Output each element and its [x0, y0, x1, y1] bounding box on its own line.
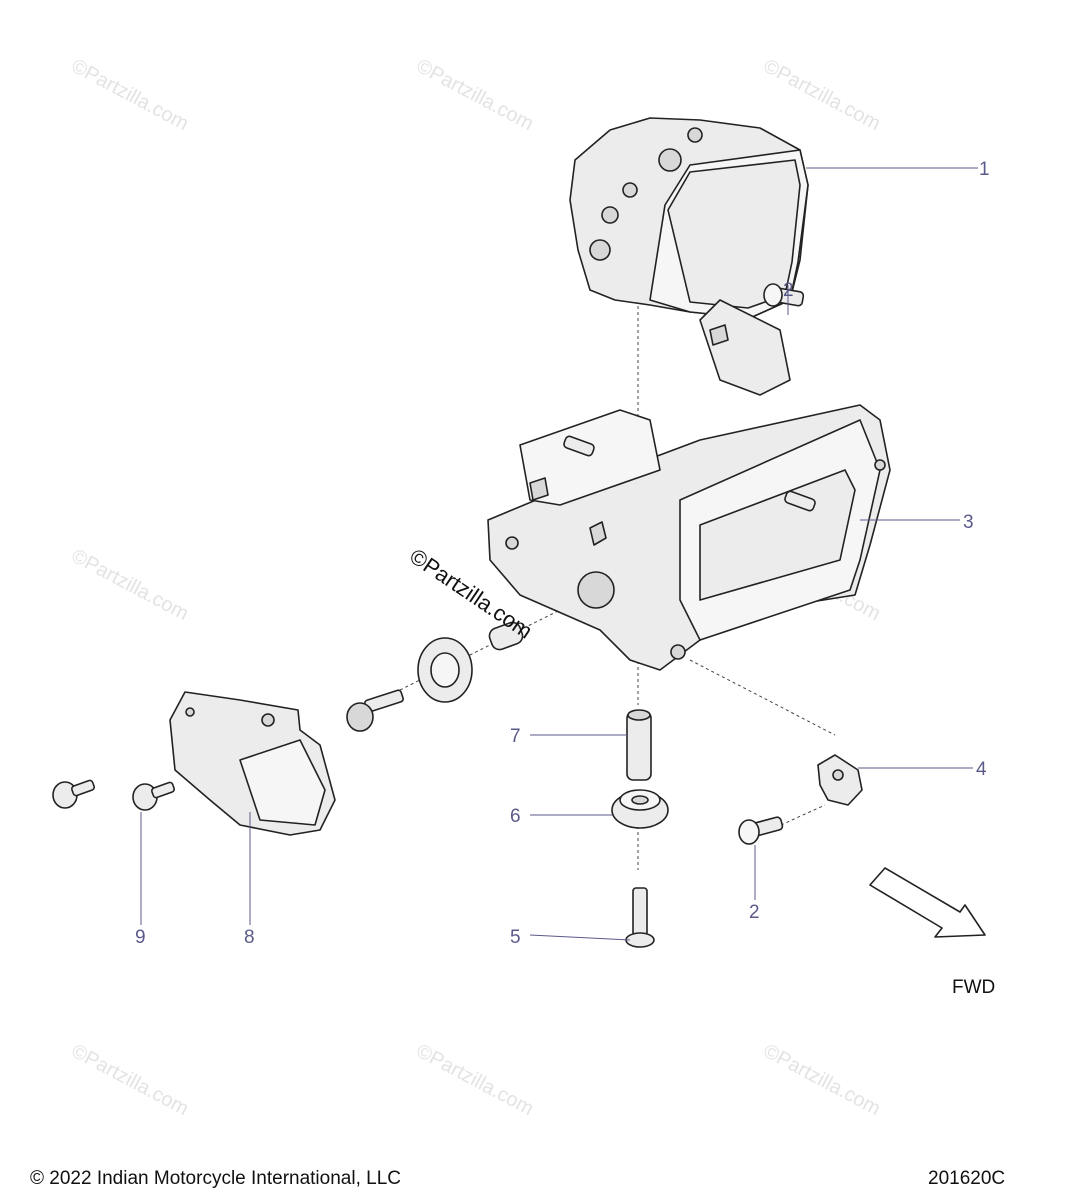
callout-7: 7 — [510, 726, 521, 747]
callout-8: 8 — [244, 927, 255, 948]
watermark-text: ©Partzilla.com — [413, 1040, 537, 1120]
grommet-part — [611, 789, 669, 829]
bolt-part-bottom — [738, 816, 784, 845]
watermark-text: ©Partzilla.com — [760, 1040, 884, 1120]
diagram-code: 201620C — [928, 1168, 1006, 1189]
watermark-text: ©Partzilla.com — [413, 55, 537, 135]
left-bracket-part — [169, 691, 336, 836]
fwd-label: FWD — [952, 977, 995, 998]
callout-5: 5 — [510, 927, 521, 948]
leader-lines — [140, 167, 978, 941]
watermark-text: ©Partzilla.com — [68, 545, 192, 625]
clip-part — [817, 754, 863, 806]
callout-3: 3 — [963, 512, 974, 533]
left-mount-hardware — [346, 621, 524, 732]
abs-modulator-part — [569, 117, 809, 319]
spacer-part — [626, 709, 652, 781]
copyright-text: © 2022 Indian Motorcycle International, … — [30, 1168, 401, 1189]
callout-2-top: 2 — [783, 280, 794, 301]
mounting-bracket-part — [487, 299, 891, 671]
callout-4: 4 — [976, 759, 987, 780]
callout-6: 6 — [510, 806, 521, 827]
callout-1: 1 — [979, 159, 990, 180]
callout-2-bottom: 2 — [749, 902, 760, 923]
long-bolt-part — [625, 887, 655, 948]
watermark-text: ©Partzilla.com — [68, 55, 192, 135]
callout-9: 9 — [135, 927, 146, 948]
watermark-text: ©Partzilla.com — [760, 55, 884, 135]
watermark-text: ©Partzilla.com — [68, 1040, 192, 1120]
callout-numbers: 1 2 2 3 4 5 6 7 8 9 — [135, 159, 990, 948]
small-bolts-left — [52, 779, 176, 811]
forward-arrow-icon — [869, 867, 986, 938]
bolt-part-top — [763, 283, 805, 307]
